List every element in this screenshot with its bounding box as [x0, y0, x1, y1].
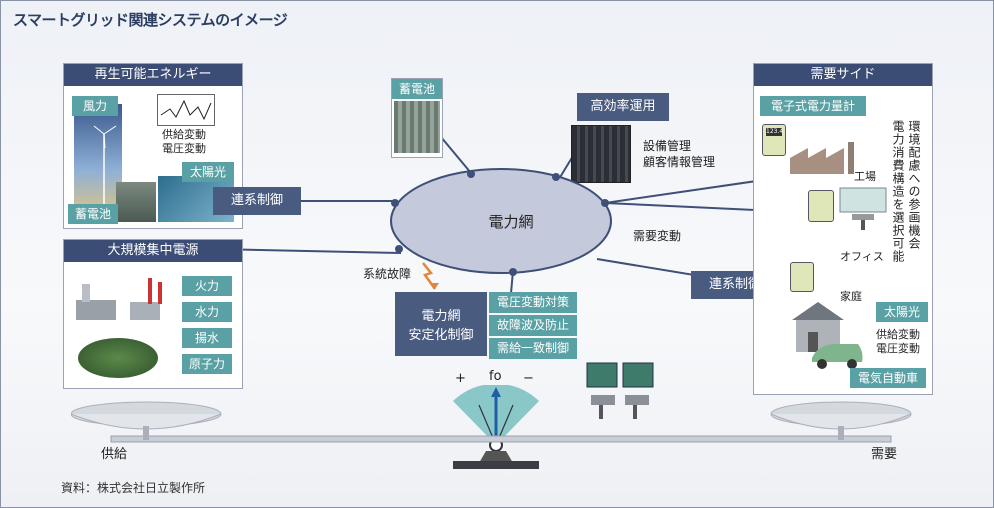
wind-turbine-photo [74, 104, 122, 214]
stabilization-line-2: 安定化制御 [408, 328, 474, 343]
measure-voltage: 電圧変動対策 [489, 292, 577, 313]
stabilization-line-1: 電力網 [421, 309, 461, 324]
link-control-left: 連系制御 [213, 187, 301, 215]
line-largescale-grid [213, 248, 402, 254]
renewable-caption-1: 供給変動 [162, 128, 206, 141]
renewable-heading: 再生可能エネルギー [64, 64, 242, 86]
demand-caption-1: 供給変動 [876, 328, 920, 341]
measures-list: 電圧変動対策 故障波及防止 需給一致制御 [489, 292, 577, 359]
demand-change-label: 需要変動 [633, 229, 682, 243]
demand-label: 需要 [871, 447, 898, 462]
battery-photo [116, 182, 156, 222]
power-grid-label: 電力網 [488, 213, 534, 231]
high-efficiency-label: 高効率運用 [577, 93, 669, 121]
fluctuation-graph-icon [157, 94, 215, 126]
storage-label: 蓄電池 [68, 204, 118, 224]
pumped-storage-label: 揚水 [182, 328, 232, 348]
office-label: オフィス [840, 250, 884, 263]
demand-solar-label: 太陽光 [876, 302, 928, 322]
hydro-label: 水力 [182, 302, 232, 322]
gauge-fo: fo [489, 369, 502, 384]
equipment-mgmt: 設備管理 [643, 139, 692, 153]
renewable-caption-2: 電圧変動 [162, 142, 206, 155]
demand-panel: 需要サイド 電子式電力量計 123.4 工場 オフィス 家庭 太陽光 供給変動 … [753, 63, 933, 395]
fault-lightning-icon [422, 262, 437, 290]
home-label: 家庭 [840, 290, 862, 303]
gauge-minus: − [523, 371, 534, 386]
factory-label: 工場 [854, 170, 876, 183]
meter-reading: 123.4 [766, 128, 784, 136]
measure-fault: 故障波及防止 [489, 315, 577, 336]
page-title: スマートグリッド関連システムのイメージ [13, 11, 288, 29]
nuclear-label: 原子力 [182, 354, 232, 374]
control-room-illustration [585, 361, 657, 421]
dam-illustration [78, 338, 158, 378]
demand-vertical-text-1: 環境配慮への参画機会 [907, 120, 921, 250]
server-rack-icon [571, 125, 631, 183]
stabilization-box: 電力網 安定化制御 [395, 292, 487, 356]
supply-label: 供給 [101, 447, 128, 462]
meter-icon-home [790, 262, 814, 292]
gauge-plus: + [455, 371, 466, 386]
power-grid-ellipse [390, 168, 612, 276]
smart-meter-label: 電子式電力量計 [760, 96, 866, 116]
meter-icon-office [808, 190, 834, 222]
office-illustration [838, 186, 888, 232]
power-plant-illustration [70, 272, 178, 328]
system-fault-label: 系統故障 [363, 267, 412, 281]
solar-label: 太陽光 [182, 162, 234, 182]
large-scale-heading: 大規模集中電源 [64, 240, 242, 262]
demand-caption-2: 電圧変動 [876, 342, 920, 355]
ev-label: 電気自動車 [850, 368, 926, 388]
factory-illustration [788, 140, 864, 176]
storage-top-panel: 蓄電池 [391, 78, 443, 158]
meter-icon-factory: 123.4 [762, 124, 786, 156]
battery-rack-photo [394, 101, 440, 153]
large-scale-panel: 大規模集中電源 火力 水力 揚水 原子力 [63, 239, 243, 389]
balance-scale [71, 401, 912, 443]
customer-mgmt: 顧客情報管理 [643, 155, 716, 169]
thermal-label: 火力 [182, 276, 232, 296]
storage-top-label: 蓄電池 [392, 79, 442, 99]
source-note: 資料：株式会社日立製作所 [61, 481, 206, 495]
large-scale-list: 火力 水力 揚水 原子力 [182, 276, 232, 374]
demand-vertical-text-2: 電力消費構造を選択可能 [891, 120, 905, 263]
demand-heading: 需要サイド [754, 64, 932, 86]
measure-balance: 需給一致制御 [489, 338, 577, 359]
home-illustration [788, 296, 864, 372]
wind-label: 風力 [72, 96, 118, 116]
